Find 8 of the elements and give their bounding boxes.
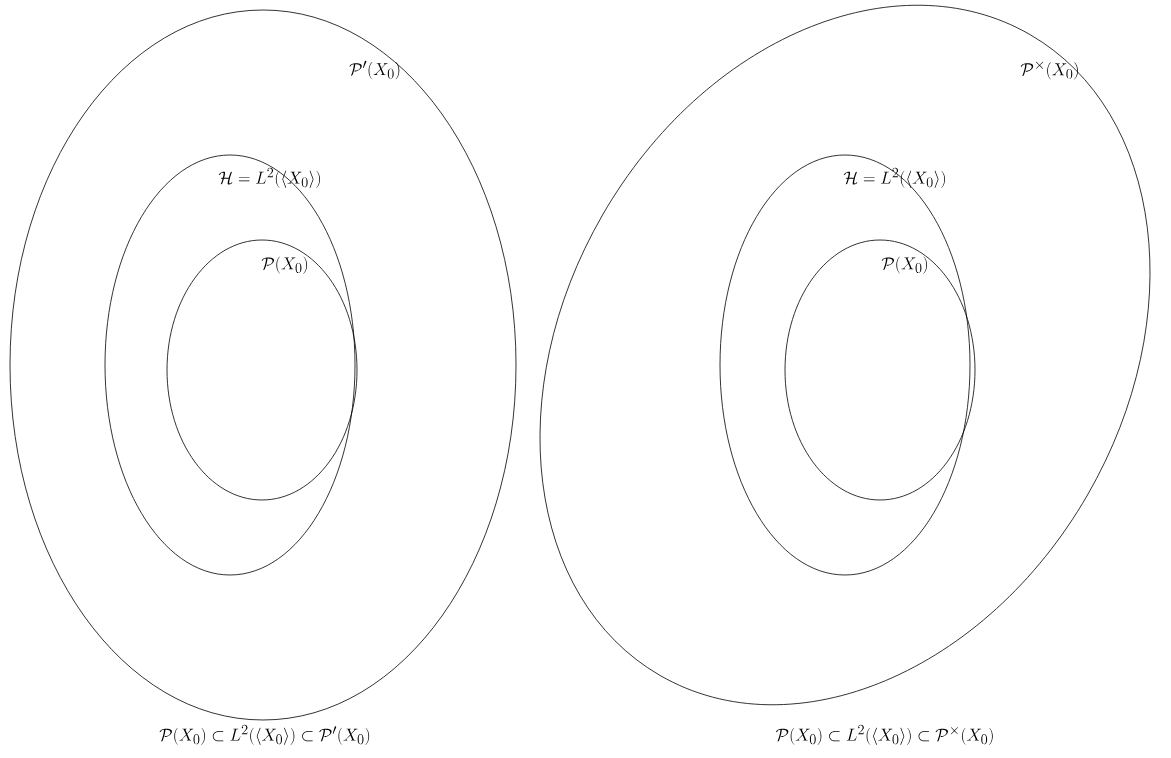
inclusion-formula: $\mathcal{P}(X_0)\subset L^2(\langle X_0\rangle)\subset \mathcal{P}'(X_0)$: [159, 724, 370, 745]
set-label: $\mathcal{P}'(X_0)$: [349, 60, 400, 80]
set-label: $\mathcal{P}(X_0)$: [261, 256, 308, 274]
inclusion-formula: $\mathcal{P}(X_0)\subset L^2(\langle X_0\rangle)\subset \mathcal{P}^{\times}(X_0)$: [776, 724, 993, 745]
set-label: $\mathcal{P}^{\times}(X_0)$: [1020, 61, 1078, 80]
set-label: $\mathcal{H}=L^2(\langle X_0\rangle)$: [218, 167, 320, 188]
set-label: $\mathcal{P}(X_0)$: [881, 256, 928, 274]
set-label: $\mathcal{H}=L^2(\langle X_0\rangle)$: [843, 167, 945, 188]
